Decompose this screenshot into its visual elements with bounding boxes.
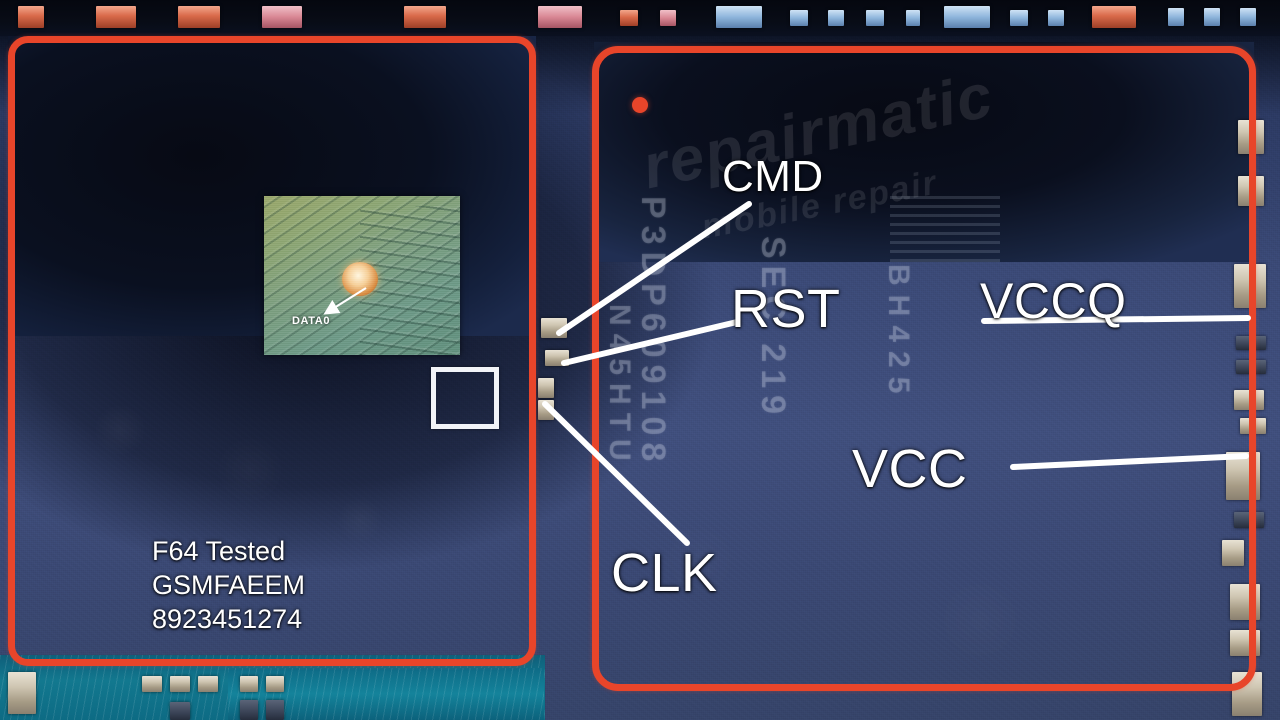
credit-line-phone: 8923451274 (152, 604, 303, 634)
smd-component (944, 6, 990, 28)
smd-component (1048, 10, 1064, 26)
red-dot-marker (632, 97, 648, 113)
smd-component (96, 6, 136, 28)
test-point-cmd-pad[interactable] (541, 318, 567, 338)
label-vccq: VCCQ (980, 273, 1127, 329)
smd-component (170, 702, 190, 720)
smd-component (1168, 8, 1184, 26)
highlight-square-data0 (431, 367, 499, 429)
smd-component (1222, 540, 1244, 566)
inset-grain-overlay (264, 196, 460, 355)
label-vcc: VCC (852, 439, 968, 499)
smd-component (620, 10, 638, 26)
smd-component (1092, 6, 1136, 28)
smd-component (866, 10, 884, 26)
smd-component (8, 672, 36, 714)
smd-component (538, 6, 582, 28)
inset-arrow-icon (323, 287, 367, 315)
smd-component (1240, 8, 1256, 26)
smd-component (266, 676, 284, 692)
chip-silkscreen-block (890, 190, 1000, 262)
smd-component (142, 676, 162, 692)
inset-label-data0: DATA0 (292, 315, 331, 327)
smd-component (1010, 10, 1028, 26)
smd-component (906, 10, 920, 26)
smd-component (18, 6, 44, 28)
smd-component (198, 676, 218, 692)
smd-component (790, 10, 808, 26)
smd-component (178, 6, 220, 28)
smd-component (262, 6, 302, 28)
label-cmd: CMD (722, 152, 824, 201)
smd-component (170, 676, 190, 692)
smd-component (660, 10, 676, 26)
label-rst: RST (731, 279, 841, 339)
test-point-clk-pad[interactable] (538, 400, 554, 420)
smd-component (1204, 8, 1220, 26)
test-point-clk-pad-upper[interactable] (538, 378, 554, 398)
smd-component (404, 6, 446, 28)
credit-line-handle: GSMFAEEM (152, 570, 306, 600)
smd-component (266, 700, 284, 720)
label-clk: CLK (611, 543, 718, 603)
inset-solder-pad (342, 262, 378, 296)
smd-component (828, 10, 844, 26)
smd-component (240, 676, 258, 692)
credit-line-tested: F64 Tested (152, 536, 286, 566)
credit-block: F64 Tested GSMFAEEM 8923451274 (152, 534, 305, 636)
smd-component (240, 700, 258, 720)
highlight-box-right-chip (592, 46, 1256, 691)
inset-closeup-photo: DATA0 (264, 196, 460, 355)
smd-component (716, 6, 762, 28)
test-point-rst-pad[interactable] (545, 350, 569, 366)
highlight-box-left-chip (8, 36, 536, 666)
